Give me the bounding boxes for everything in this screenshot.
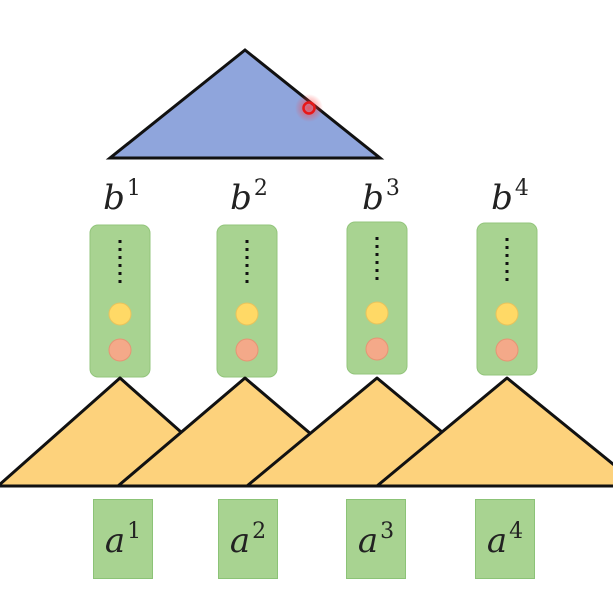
output-label-b3: b3 — [362, 176, 400, 218]
input-label-a3: a3 — [357, 518, 395, 561]
input-box-a3: a3 — [346, 499, 406, 579]
output-label-b2: b2 — [230, 176, 268, 218]
input-label-a2: a2 — [229, 518, 267, 561]
output-label-b4: b4 — [491, 176, 529, 218]
hidden-column-1 — [89, 224, 151, 378]
output-label-b1: b1 — [103, 176, 141, 218]
input-label-a4: a4 — [486, 518, 524, 561]
input-label-a1: a1 — [104, 518, 142, 561]
hidden-column-4 — [476, 222, 538, 376]
hidden-column-3 — [346, 221, 408, 375]
pointer-cursor — [295, 94, 323, 122]
hidden-column-2 — [216, 224, 278, 378]
top-triangle — [105, 48, 385, 160]
input-box-a4: a4 — [475, 499, 535, 579]
input-box-a1: a1 — [93, 499, 153, 579]
input-box-a2: a2 — [218, 499, 278, 579]
